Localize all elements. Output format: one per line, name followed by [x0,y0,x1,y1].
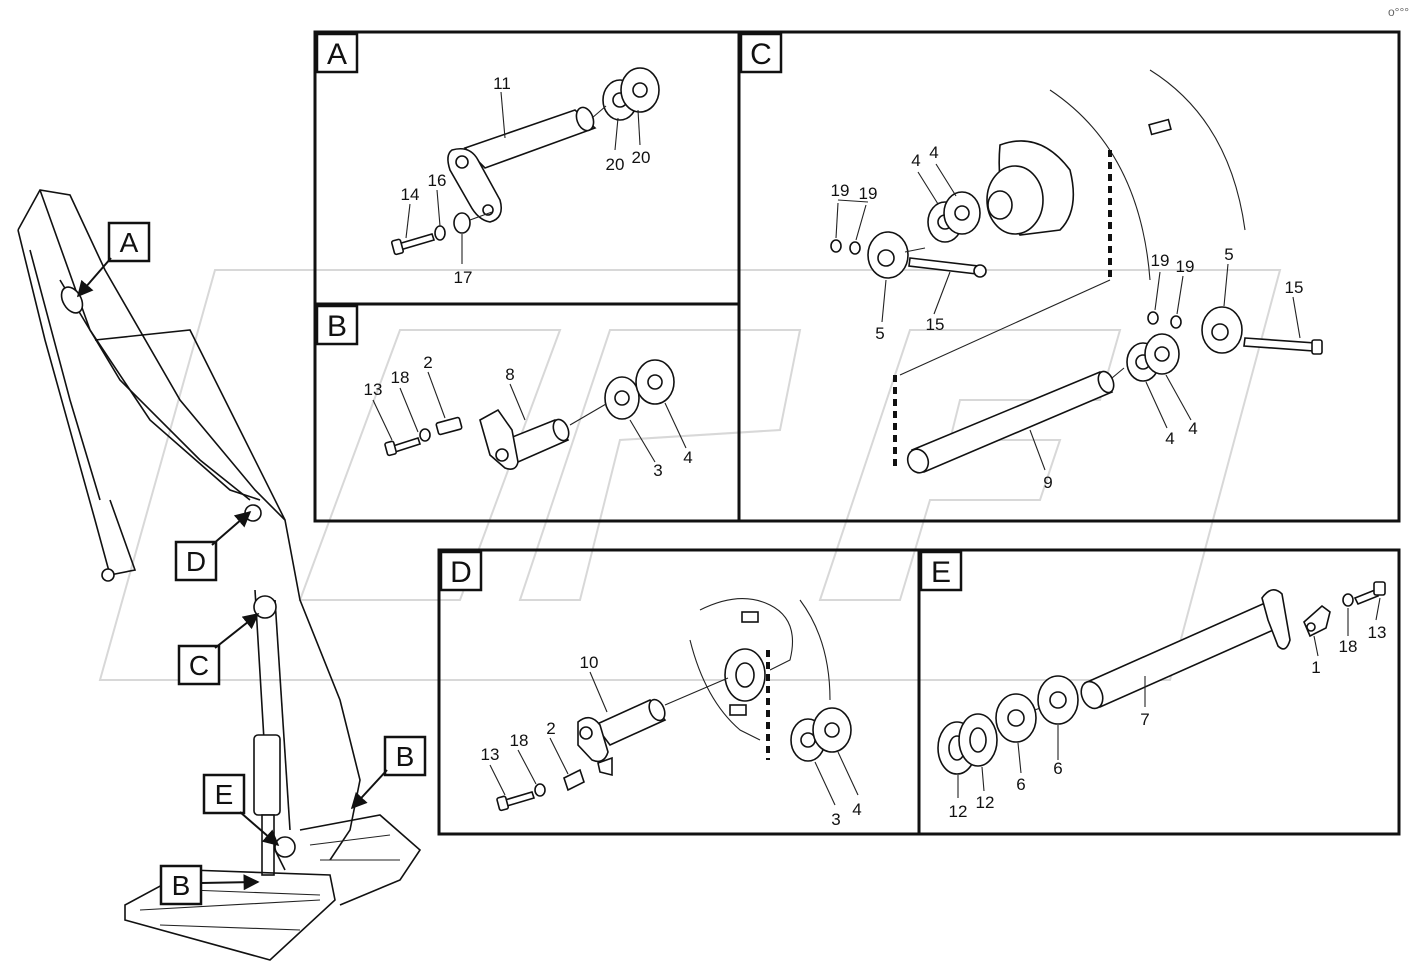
overview-callout-d: D [174,510,252,582]
svg-text:15: 15 [1285,278,1304,297]
panel-b-parts [372,359,687,470]
corner-mark: o°°° [1388,5,1409,19]
svg-text:2: 2 [546,719,555,738]
svg-text:13: 13 [364,380,383,399]
panel-d-label: D [439,550,483,592]
panel-e-frame [917,548,1401,836]
svg-text:4: 4 [852,800,861,819]
svg-text:18: 18 [391,368,410,387]
watermark-logo [98,269,1282,681]
svg-text:5: 5 [1224,245,1233,264]
svg-text:D: D [450,556,472,589]
panel-c-frame [737,30,1401,523]
overview-callout-a: A [76,221,151,298]
panel-b-numbers: 13 18 2 8 3 4 [364,353,693,480]
svg-text:C: C [189,650,209,681]
panel-d-numbers: 13 18 2 10 3 4 [481,653,862,829]
svg-text:12: 12 [949,802,968,821]
overview-callout-b-upper: B [350,735,427,810]
svg-text:9: 9 [1043,473,1052,492]
svg-text:E: E [931,556,951,589]
svg-text:C: C [750,38,772,71]
svg-text:14: 14 [401,185,420,204]
svg-text:7: 7 [1140,710,1149,729]
svg-text:19: 19 [1151,251,1170,270]
panel-c-parts [830,69,1323,474]
panel-e-label: E [919,550,963,592]
panel-e-numbers: 1 18 13 7 12 12 6 6 [949,623,1387,821]
svg-text:20: 20 [606,155,625,174]
svg-text:11: 11 [493,74,511,93]
svg-text:4: 4 [1188,419,1197,438]
svg-text:12: 12 [976,793,995,812]
svg-text:18: 18 [510,731,529,750]
svg-text:2: 2 [423,353,432,372]
panel-c-numbers: 19 19 4 4 5 15 19 19 5 15 4 4 9 [831,143,1304,492]
svg-text:10: 10 [580,653,599,672]
panel-a-parts [390,67,660,264]
svg-text:B: B [327,310,347,343]
panel-b-label: B [315,304,359,346]
svg-text:4: 4 [929,143,938,162]
svg-text:A: A [120,227,139,258]
panel-d-frame [437,548,921,836]
svg-text:B: B [172,870,191,901]
svg-text:4: 4 [683,448,692,467]
panel-e-parts [937,581,1386,798]
svg-text:15: 15 [926,315,945,334]
svg-text:4: 4 [1165,429,1174,448]
overview-callout-b-lower: B [159,864,260,906]
svg-text:6: 6 [1053,759,1062,778]
panel-a-numbers: 11 20 20 14 16 17 [401,74,651,287]
svg-text:13: 13 [481,745,500,764]
svg-text:16: 16 [428,171,447,190]
svg-text:1: 1 [1311,658,1320,677]
panel-c-label: C [739,32,783,74]
svg-text:19: 19 [859,184,878,203]
svg-text:8: 8 [505,365,514,384]
svg-text:18: 18 [1339,637,1358,656]
overview-callout-c: C [177,613,260,686]
svg-text:E: E [215,779,234,810]
svg-text:17: 17 [454,268,473,287]
svg-text:6: 6 [1016,775,1025,794]
svg-text:3: 3 [653,461,662,480]
svg-text:19: 19 [1176,257,1195,276]
panel-d-parts [489,598,859,812]
svg-text:20: 20 [632,148,651,167]
panel-a-label: A [315,32,359,74]
svg-text:D: D [186,546,206,577]
svg-text:4: 4 [911,151,920,170]
svg-text:19: 19 [831,181,850,200]
svg-text:5: 5 [875,324,884,343]
panel-a-frame [313,30,741,306]
svg-text:3: 3 [831,810,840,829]
svg-text:A: A [327,38,347,71]
svg-text:13: 13 [1368,623,1387,642]
overview-callout-e: E [202,773,280,847]
svg-text:B: B [396,741,415,772]
